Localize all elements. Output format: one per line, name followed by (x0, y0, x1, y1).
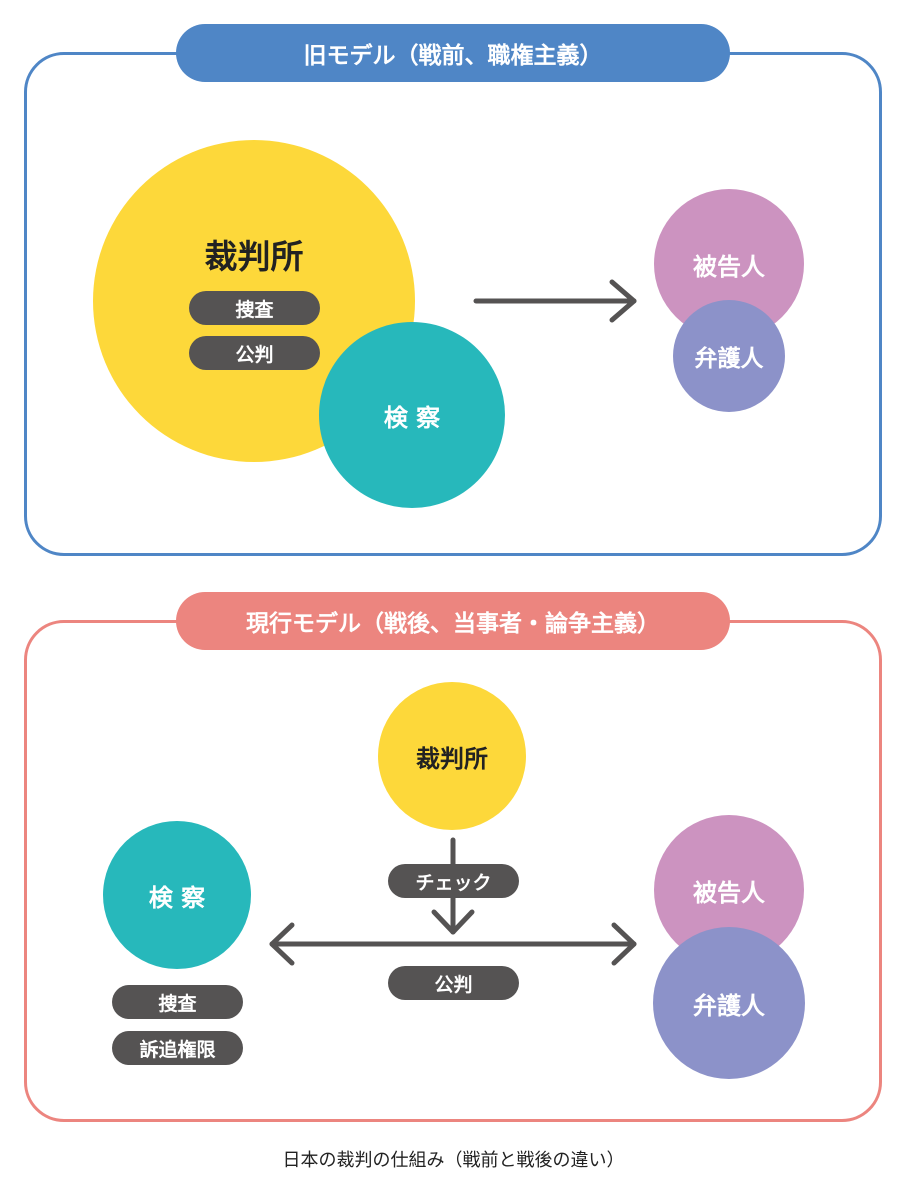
trial-label-pill: 公判 (388, 966, 519, 1000)
old-prosecutor-label: 検 察 (383, 403, 441, 432)
old-model-title: 旧モデル（戦前、職権主義） (176, 24, 730, 82)
new-lawyer-circle: 弁護人 (653, 927, 805, 1079)
new-court-label: 裁判所 (416, 744, 488, 773)
new-court-circle: 裁判所 (378, 682, 526, 830)
new-prosecutor-circle: 検 察 (103, 821, 251, 969)
new-prosecutor-role-investigation: 捜査 (112, 985, 243, 1019)
new-prosecutor-label: 検 察 (148, 883, 206, 912)
old-prosecutor-circle: 検 察 (319, 322, 505, 508)
old-court-role-investigation: 捜査 (189, 291, 320, 325)
figure-caption: 日本の裁判の仕組み（戦前と戦後の違い） (282, 1150, 625, 1171)
new-prosecutor-role-indictment: 訴追権限 (112, 1031, 243, 1065)
old-court-label: 裁判所 (204, 237, 304, 276)
new-model-title: 現行モデル（戦後、当事者・論争主義） (176, 592, 730, 650)
new-defendant-label: 被告人 (693, 878, 765, 907)
old-lawyer-circle: 弁護人 (673, 300, 785, 412)
new-defendant-circle: 被告人 (654, 815, 804, 965)
old-lawyer-label: 弁護人 (694, 346, 764, 372)
check-label-pill: チェック (388, 864, 519, 898)
old-court-role-trial: 公判 (189, 336, 320, 370)
old-defendant-label: 被告人 (693, 252, 765, 281)
new-lawyer-label: 弁護人 (693, 991, 765, 1020)
